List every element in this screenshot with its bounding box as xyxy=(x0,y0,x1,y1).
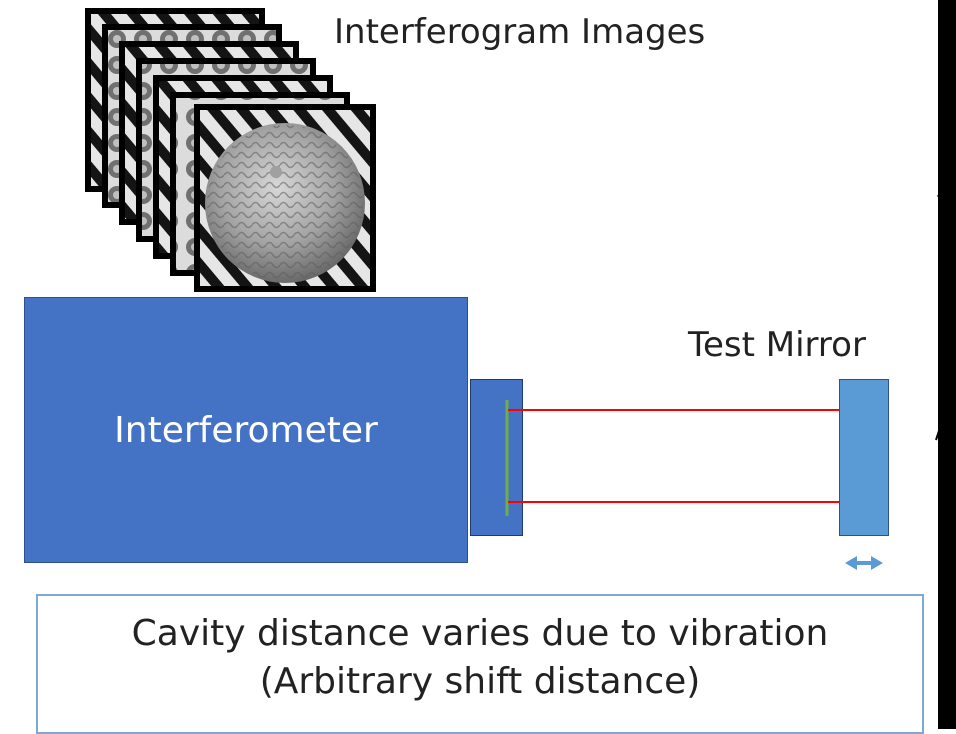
interferogram-fringes xyxy=(207,125,363,281)
right-edge-bar xyxy=(938,0,956,729)
test-mirror xyxy=(839,379,889,536)
caption-line-2: (Arbitrary shift distance) xyxy=(259,661,701,702)
interferometer-aperture xyxy=(470,379,523,536)
interferogram-images-title: Interferogram Images xyxy=(334,12,706,52)
interferogram-frames xyxy=(85,8,376,292)
caption-box: Cavity distance varies due to vibration … xyxy=(36,594,924,734)
caption-line-1: Cavity distance varies due to vibration xyxy=(131,613,829,654)
sphere-highlight xyxy=(270,166,282,178)
test-mirror-label: Test Mirror xyxy=(688,325,866,365)
double-arrow-icon xyxy=(845,556,883,570)
interferometer-box: Interferometer xyxy=(24,297,468,563)
interferometer-label: Interferometer xyxy=(114,410,378,451)
